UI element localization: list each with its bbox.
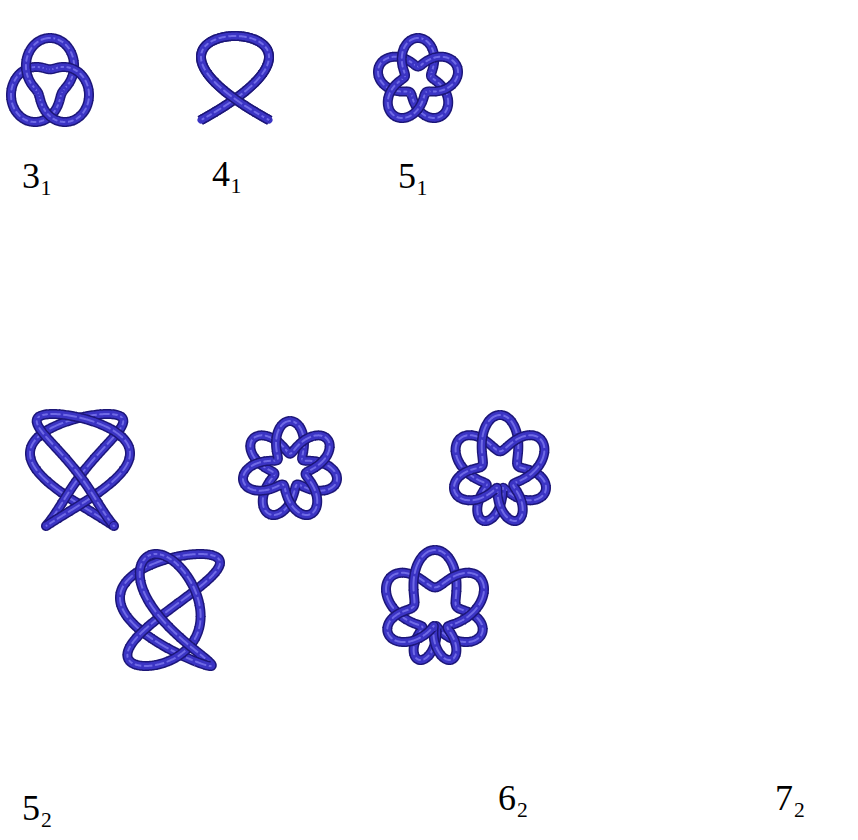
knot-tube: [410, 38, 418, 41]
knot-tube-edge: [42, 38, 50, 40]
knot-tube-edge: [112, 523, 114, 526]
figure-eight-knot: [201, 36, 269, 120]
knot-tube-edge: [196, 662, 206, 665]
knot-name: 5₁: [398, 158, 429, 194]
knot-tube-shine: [42, 38, 50, 40]
knot-tube: [112, 523, 114, 526]
knot-tube-edge: [108, 521, 119, 531]
knot-tube-shine: [196, 662, 206, 665]
knot-tube-edge: [267, 119, 269, 120]
knot-tube: [281, 421, 290, 426]
knot-tube-shine: [489, 415, 500, 421]
knot-tube-edge: [410, 38, 418, 41]
knot-tube-shine: [112, 523, 114, 526]
knot-figure: [243, 421, 337, 515]
knot-figure: [120, 554, 220, 666]
knot-figure: [30, 414, 130, 526]
knot-tube: [110, 522, 118, 529]
knot-tube-shine: [267, 118, 269, 121]
knot-tube-shine: [109, 523, 113, 526]
knot-figure: [386, 550, 484, 660]
knot-tube-edge: [422, 550, 435, 557]
knot-name: 5₂: [22, 790, 53, 826]
knot-figure: [454, 415, 546, 521]
knot-tube-edge: [281, 421, 290, 426]
knot-tube-shine: [267, 119, 269, 120]
knot-name: 3₁: [22, 158, 53, 194]
knot-tube-shine: [281, 421, 290, 426]
knot-tube: [422, 550, 435, 557]
knot-tube: [489, 415, 500, 421]
knot-name: 7₂: [775, 780, 806, 816]
knot-tube-shine: [112, 525, 115, 527]
knot-tube: [42, 38, 50, 40]
knot-tube: [109, 523, 113, 526]
knot-tube-shine: [410, 38, 418, 41]
knot-tube: [267, 119, 269, 120]
knot-tube-shine: [422, 550, 435, 557]
knot-tube-edge: [267, 114, 269, 125]
knot-tube: [196, 662, 206, 665]
trefoil-knot: [11, 38, 89, 122]
knot-tube-edge: [489, 415, 500, 421]
knot-name: 6₂: [498, 780, 529, 816]
knot-name: 4₁: [212, 156, 243, 192]
knot-tube: [267, 116, 269, 124]
cinquefoil-knot: [378, 38, 458, 118]
knot-tube-edge: [109, 523, 113, 526]
